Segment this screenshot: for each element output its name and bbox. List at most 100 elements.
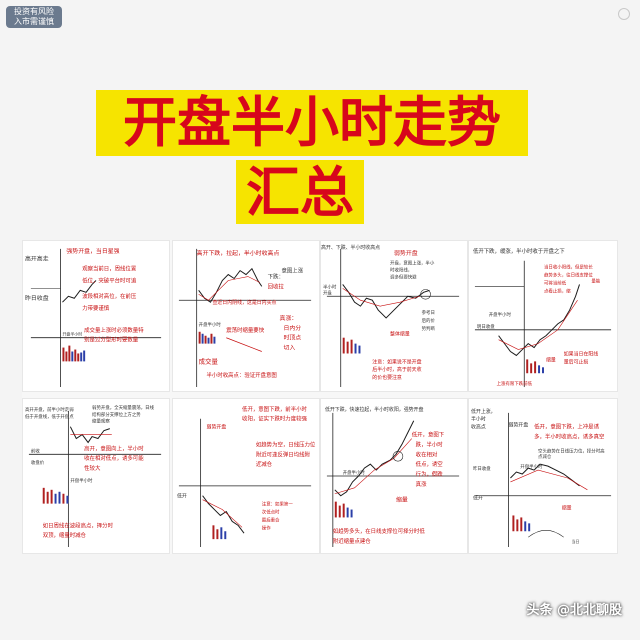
panel-6: 弱势开盘 低开，意图下跌，前半小时 收阳，证实下跌时力度较强 低开 如趋势为空，… <box>172 398 320 554</box>
p3-label: 开盘 <box>323 289 332 296</box>
p6-label: 注意：如果第一 <box>262 501 294 508</box>
risk-warning-badge: 投资有风险 入市需谨慎 <box>6 6 62 28</box>
p8-label: 当日 <box>572 539 580 544</box>
p6-label: 近减仓 <box>256 460 273 468</box>
p5-label: 前收 <box>31 447 40 454</box>
panel-1: 高开高走 强势开盘，当日星强 观察当前日，周线位置 低位，突破平台时可追 波段相… <box>22 240 170 392</box>
p5-label: 如日周线在波段高点，择分时 <box>43 521 114 529</box>
p7-label: 真涨 <box>416 480 427 488</box>
p3-label: 时收阳线， <box>390 267 412 274</box>
p8-label: 半小时 <box>471 416 486 423</box>
p2-label: 下跌： <box>268 273 284 281</box>
p3-label: 势判断 <box>422 325 436 332</box>
p4-label: 低开下跌，缓涨，半小时收于开盘之下 <box>473 247 565 255</box>
p8-label: 点减仓 <box>538 453 552 460</box>
p8-label: 收高点 <box>471 424 486 431</box>
p7-label: 缩量 <box>396 496 408 504</box>
p6-label: 低开，意图下跌，前半小时 <box>242 405 307 413</box>
p5-label: 收盘价 <box>31 459 45 466</box>
p8-label: 低开上涨， <box>471 408 496 415</box>
p8-label: 空头趋势在日线压力位，择分时高 <box>538 447 605 454</box>
p7-label: 附近缩量点建仓 <box>333 537 371 545</box>
p4-label: 当日收小阳线，但是较长 <box>544 264 593 271</box>
p6-label: 弱势开盘 <box>207 424 227 431</box>
p4-label: 趋势多头，往日线支撑位 <box>544 272 593 279</box>
p7-label: 如趋势多头，在日线支撑位可择分时低 <box>333 527 425 535</box>
footer-area <box>0 560 640 640</box>
p1-label: 昨日收盘 <box>25 294 49 302</box>
p2-label: 开盘半小时 <box>199 321 222 328</box>
p3-label: 整体缩量 <box>390 331 410 338</box>
p1-label: 力带要谨慎 <box>82 304 110 312</box>
p8-label: 多，半小时收高点，诱多真空 <box>534 433 604 441</box>
p4-label: 开盘半小时 <box>489 311 512 318</box>
p6-label: 操作 <box>262 524 271 531</box>
risk-badge-line1: 投资有风险 <box>14 7 54 16</box>
p5-label: 弱势开盘，全天缩量震荡，日线 <box>92 404 154 411</box>
p8-label: 昨日收盘 <box>473 465 491 472</box>
panel-3: 高开、下跌、半小时收高点 弱势开盘 开盘，意图上涨，半小 时收阳线， 调多但要快… <box>320 240 468 392</box>
p1-label: 高开高走 <box>25 255 49 263</box>
panel-4: 低开下跌，缓涨，半小时收于开盘之下 当日收小阳线，但是较长 趋势多头，往日线支撑… <box>468 240 618 392</box>
p2-label: 回收拉 <box>268 282 285 290</box>
p1-label: 波段相对高位，在前压 <box>82 292 137 300</box>
p2-label: 日内分 <box>283 324 301 332</box>
p7-label: 低开，意图下 <box>412 431 445 439</box>
p4-label: 可将当前低 <box>544 279 567 286</box>
p2-label: 震荡时缩量要快 <box>226 326 264 334</box>
p2-label: 时顶点 <box>283 334 301 342</box>
p5-label: 开盘半小时 <box>70 477 93 484</box>
p5-label: 高开，意图向上，半小时 <box>84 444 144 452</box>
p5-label: 缩量观察 <box>92 418 110 425</box>
p3-label: 注意：如果说不是开盘 <box>372 358 421 365</box>
title-highlight-2 <box>236 160 364 224</box>
p7-label: 低开下跌，快速拉起，半小时收阳，强势开盘 <box>325 406 424 413</box>
p4-label: 明日收盘 <box>477 323 495 330</box>
p7-label: 行为，假跌 <box>416 470 444 478</box>
panel-2: 高开下跌，拉起，半小时收高点 下跌： 意图上涨 回收拉 查近日内阴线，这是日内买… <box>172 240 320 392</box>
p8-label: 开盘半小时 <box>520 463 543 470</box>
p8-label: 低开，意图下跌，上冲是诱 <box>534 423 599 431</box>
p3-label: 后的价 <box>422 317 436 324</box>
circle-icon <box>618 8 630 20</box>
p4-label: 点看止损，缩 <box>544 287 571 294</box>
panel-8: 低开上涨， 半小时 收高点 弱势开盘 低开，意图下跌，上冲是诱 多，半小时收高点… <box>468 398 618 554</box>
p7-label: 开盘半小时 <box>343 469 366 476</box>
p4-label: 如果当日在阳线 <box>564 350 599 357</box>
p5-label: 收在相对低点，诱多可能 <box>84 454 144 462</box>
p1-label: 成交量上涨时必须数量特 <box>84 326 144 334</box>
p5-label: 性较大 <box>84 464 101 472</box>
p1-label: 强势开盘，当日星强 <box>66 247 119 255</box>
p6-label: 次低点时 <box>262 508 280 515</box>
p6-label: 附近可逢反弹日均线附 <box>256 450 311 458</box>
p8-label: 低开 <box>473 495 483 502</box>
p6-label: 如趋势为空，日线压力位 <box>256 440 316 448</box>
p3-label: 参考日 <box>422 309 435 316</box>
p5-label: 双顶，缩量时减仓 <box>43 531 87 539</box>
p4-label: 量后可止损 <box>564 358 589 365</box>
page-title-line2: 汇总 <box>246 161 354 224</box>
title-highlight-1 <box>96 90 528 156</box>
page-title-line1: 开盘半小时走势 <box>123 91 501 154</box>
p6-label: 收阳，证实下跌时力度较强 <box>242 415 307 423</box>
p2-label: 高开下跌，拉起，半小时收高点 <box>197 249 280 257</box>
p8-label: 弱势开盘 <box>508 422 528 429</box>
panel-5: 高开开盘，前半小时走弱 低于开盘线，低于开盘点 弱势开盘，全天缩量震荡，日线 结… <box>22 398 170 554</box>
p1-label: 开盘半小时 <box>62 332 82 337</box>
p2-label: 半小时收高点：验证开盘意图 <box>207 371 277 379</box>
p6-label: 低开 <box>177 493 187 500</box>
p5-label: 高开开盘，前半小时走弱 <box>25 406 74 413</box>
p2-label: 查近日内阴线，这是日内买点 <box>212 299 276 306</box>
p5-label: 低于开盘线，低于开盘点 <box>25 413 74 420</box>
panel-7: 低开下跌，快速拉起，半小时收阳，强势开盘 低开，意图下 跌，半小时 收在相对 低… <box>320 398 468 554</box>
p3-label: 后半小时，高于前天收 <box>372 366 421 373</box>
p2-label: 成交量 <box>199 356 219 365</box>
author-watermark: 头条 @北北聊股 <box>526 603 622 618</box>
p8-label: 缩量 <box>562 505 572 512</box>
p7-label: 收在相对 <box>416 450 438 458</box>
p1-label: 别是过分型形时要数量 <box>84 336 139 344</box>
p6-label: 最后重合 <box>262 516 280 523</box>
p7-label: 低点，诱空 <box>416 460 443 468</box>
p4-label: 量能 <box>591 277 600 284</box>
